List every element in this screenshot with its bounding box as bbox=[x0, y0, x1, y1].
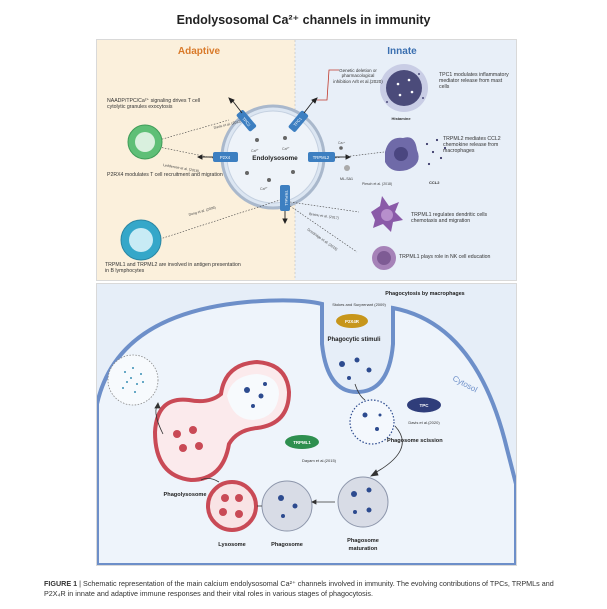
macrophage bbox=[385, 137, 447, 171]
lysosome-vesicle bbox=[206, 480, 258, 532]
caption-label: FIGURE 1 bbox=[44, 579, 78, 588]
trpml1-dc-description: TRPML1 regulates dendritic cells chemota… bbox=[411, 212, 488, 225]
degraded-vesicle bbox=[107, 354, 159, 406]
adaptive-label: Adaptive bbox=[178, 46, 221, 57]
phagosome-maturation-label-b: maturation bbox=[349, 546, 378, 552]
svg-text:TRPML1: TRPML1 bbox=[293, 440, 311, 445]
ccl2-label: CCL2 bbox=[429, 180, 440, 185]
phagosome-maturation-label-a: Phagosome bbox=[347, 538, 379, 544]
t-cell bbox=[127, 124, 163, 160]
svg-text:Davis et al.(2020): Davis et al.(2020) bbox=[408, 420, 440, 425]
svg-text:TRPML2: TRPML2 bbox=[313, 155, 330, 160]
phagocytosis-panel: Cytosol Phagocytosis by macrophages Stok… bbox=[96, 283, 517, 566]
phagolysosome bbox=[152, 359, 292, 483]
phagosome-scission-label: Phagosome scission bbox=[387, 438, 443, 444]
nk-cell bbox=[372, 246, 396, 270]
phagolysosome-label: Phagolysosome bbox=[164, 492, 207, 498]
svg-text:Ca²⁺: Ca²⁺ bbox=[338, 141, 345, 145]
dendritic-cell bbox=[371, 196, 403, 232]
svg-text:P2X4R: P2X4R bbox=[345, 319, 360, 324]
svg-text:TPC2: TPC2 bbox=[241, 116, 252, 128]
pathway-arrows bbox=[154, 383, 403, 507]
svg-text:Ca²⁺: Ca²⁺ bbox=[251, 149, 259, 153]
svg-text:Dayam et al.(2015): Dayam et al.(2015) bbox=[302, 458, 337, 463]
channel-trpml2: TRPML2 bbox=[308, 152, 335, 162]
svg-text:Bretou et al. (2017): Bretou et al. (2017) bbox=[309, 212, 339, 220]
svg-text:P2X4: P2X4 bbox=[220, 155, 231, 160]
lysosome-label: Lysosome bbox=[218, 542, 245, 548]
trpml1-nk-description: TRPML1 plays role in NK cell education bbox=[399, 254, 491, 260]
svg-text:TPC: TPC bbox=[420, 403, 430, 408]
svg-text:Ca²⁺: Ca²⁺ bbox=[260, 187, 268, 191]
figure-title: Endolysosomal Ca²⁺ channels in immunity bbox=[176, 13, 431, 27]
tpc1-description: TPC1 modulates inflammatory mediator rel… bbox=[439, 72, 509, 91]
svg-text:Dong et al. (2006): Dong et al. (2006) bbox=[188, 205, 216, 217]
p2x4r-receptor: P2X4R bbox=[336, 314, 368, 328]
b-cell bbox=[120, 219, 162, 261]
immunity-diagram: Adaptive Innate Ca²⁺ Ca²⁺ Ca²⁺ Endolysos… bbox=[97, 40, 516, 280]
phagosome-maturation-vesicle bbox=[337, 476, 389, 528]
phagocytosis-header: Phagocytosis by macrophages bbox=[385, 291, 464, 297]
mast-cell bbox=[380, 64, 428, 112]
svg-text:Davis et al. (2012): Davis et al. (2012) bbox=[213, 119, 242, 130]
figure-caption: FIGURE 1 | Schematic representation of t… bbox=[44, 579, 574, 599]
macrophage-membrane bbox=[97, 298, 516, 565]
naadp-description: NAADP/TPC/Ca²⁺ signaling drives T cell c… bbox=[107, 98, 201, 111]
innate-label: Innate bbox=[387, 46, 417, 57]
phagosome-label: Phagosome bbox=[271, 542, 303, 548]
ref-stokes: Stokes and Surprenant (2009) bbox=[332, 302, 386, 307]
phagosome-vesicle bbox=[261, 480, 313, 532]
dashed-connectors bbox=[156, 119, 385, 253]
genetic-deletion-note: Genetic deletion or pharmacological inhi… bbox=[333, 68, 383, 84]
channel-trpml1: TRPML1 bbox=[280, 185, 290, 211]
endolysosome-label: Endolysosome bbox=[252, 155, 298, 162]
trpml2-description: TRPML2 mediates CCL2 chemokine release f… bbox=[443, 136, 501, 155]
svg-text:TPC1: TPC1 bbox=[292, 116, 303, 128]
immunity-panel: Adaptive Innate Ca²⁺ Ca²⁺ Ca²⁺ Endolysos… bbox=[96, 39, 517, 281]
phagocytic-particles bbox=[339, 357, 372, 380]
histamine-label: Histamine bbox=[391, 116, 411, 121]
svg-text:Ca²⁺: Ca²⁺ bbox=[282, 147, 290, 151]
ml-sa1-label: ML-SA1 bbox=[340, 177, 353, 181]
tpc-channel: TPC bbox=[407, 397, 441, 413]
channel-tpc1: TPC1 bbox=[288, 110, 309, 132]
phagosome-scission bbox=[349, 399, 395, 445]
phagocytosis-diagram: Cytosol Phagocytosis by macrophages Stok… bbox=[97, 284, 516, 565]
channel-tpc2: TPC2 bbox=[236, 110, 257, 132]
trpml-b-cell-description: TRPML1 and TRPML2 are involved in antige… bbox=[105, 262, 241, 275]
trpml1-channel: TRPML1 bbox=[285, 435, 319, 449]
p2x4-description: P2RX4 modulates T cell recruitment and m… bbox=[107, 172, 223, 178]
svg-text:Plesch et al. (2018): Plesch et al. (2018) bbox=[362, 182, 392, 186]
svg-text:TRPML1: TRPML1 bbox=[284, 190, 289, 207]
caption-text: | Schematic representation of the main c… bbox=[44, 579, 554, 598]
svg-text:Ledderose et al. (2018): Ledderose et al. (2018) bbox=[163, 163, 199, 173]
channel-p2x4: P2X4 bbox=[213, 152, 238, 162]
phagocytic-stimuli-label: Phagocytic stimuli bbox=[327, 337, 380, 343]
